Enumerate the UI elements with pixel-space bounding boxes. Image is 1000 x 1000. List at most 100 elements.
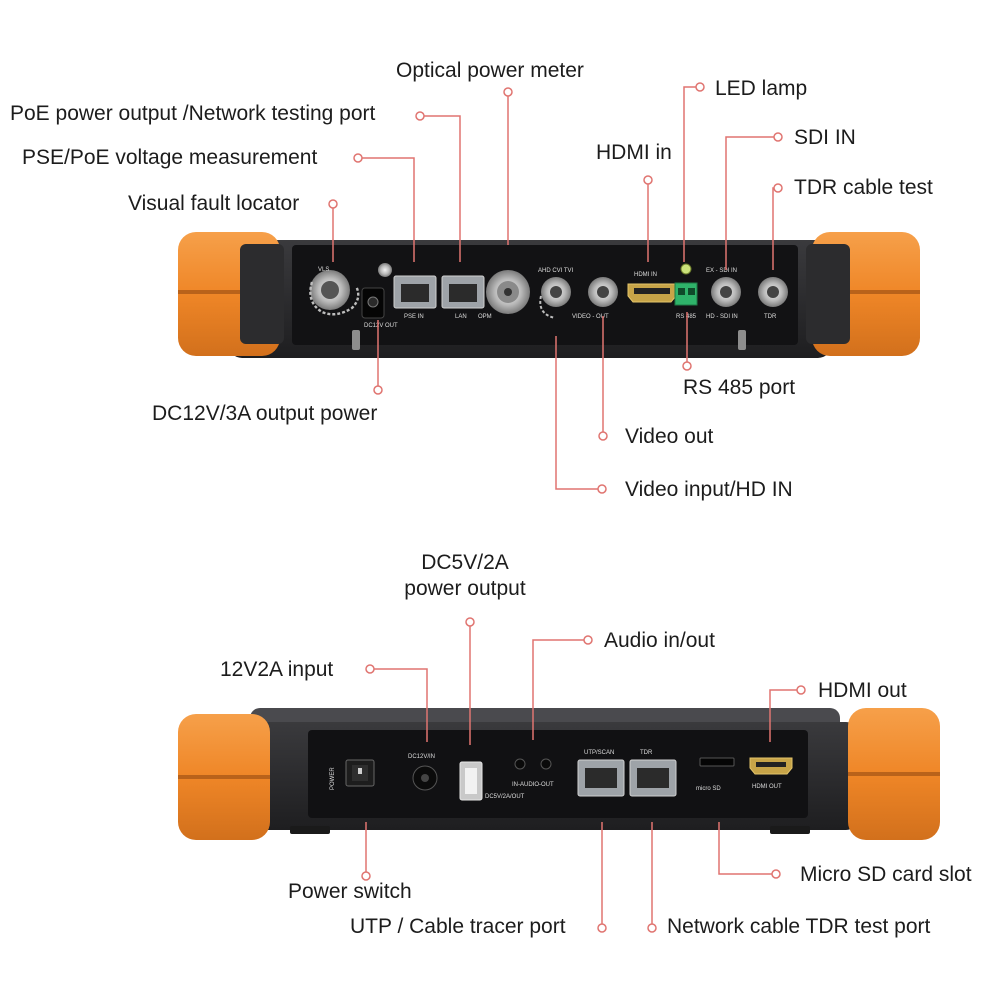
sdi-in-bnc[interactable] xyxy=(711,277,741,307)
video-out-bnc[interactable] xyxy=(588,277,618,307)
label-video-out: Video out xyxy=(625,425,714,448)
leader-dot-utp-cable-tracer xyxy=(597,923,607,933)
utp-scan-rj45-port[interactable] xyxy=(577,759,625,797)
leader-dot-hdmi-in xyxy=(643,175,653,185)
panel-text-tdr: TDR xyxy=(764,314,777,320)
audio-out-jack[interactable] xyxy=(540,758,552,770)
usb-dc5v-out-port[interactable] xyxy=(459,761,483,801)
tdr-bnc[interactable] xyxy=(758,277,788,307)
power-switch[interactable] xyxy=(345,759,375,787)
panel-text-utp-scan: UTP/SCAN xyxy=(584,750,614,756)
leader-video-input-hd-in xyxy=(555,336,602,490)
panel-text-micro-sd: micro SD xyxy=(696,786,721,792)
dc-out-jack[interactable] xyxy=(361,287,385,319)
panel-text-hdmi-out: HDMI OUT xyxy=(752,784,782,790)
label-led-lamp: LED lamp xyxy=(715,77,808,100)
micro-sd-slot[interactable] xyxy=(699,757,735,767)
leader-micro-sd-slot xyxy=(718,822,776,875)
left-latch xyxy=(352,330,360,350)
bottom-left-bumper xyxy=(178,714,270,840)
label-utp-cable-tracer: UTP / Cable tracer port xyxy=(350,915,566,938)
bottom-device: POWER DC12V/IN DC5V/2A/OUT IN-AUDIO-OUT xyxy=(178,708,940,840)
panel-text-hdmi-in: HDMI IN xyxy=(634,272,657,278)
label-pse-poe-voltage: PSE/PoE voltage measurement xyxy=(22,146,318,169)
leader-dot-poe-power-output xyxy=(415,111,425,121)
panel-text-hd-sdi-in: HD - SDI IN xyxy=(706,314,738,320)
lan-rj45-port[interactable] xyxy=(441,275,485,309)
leader-hdmi-out xyxy=(769,689,801,742)
panel-text-dc-out: DC12V OUT xyxy=(364,323,398,329)
hdmi-out-port[interactable] xyxy=(749,757,793,775)
panel-text-ahd-cvi-tvi: AHD CVI TVI xyxy=(538,268,574,274)
leader-pse-poe-voltage xyxy=(358,157,415,262)
leader-dot-power-switch xyxy=(361,871,371,881)
hdmi-in-port[interactable] xyxy=(627,283,677,303)
leader-dot-visual-fault-locator xyxy=(328,199,338,209)
leader-dot-video-input-hd-in xyxy=(597,484,607,494)
leader-dot-audio-in-out xyxy=(583,635,593,645)
right-latch xyxy=(738,330,746,350)
label-power-switch: Power switch xyxy=(288,880,412,903)
label-sdi-in: SDI IN xyxy=(794,126,856,149)
leader-dot-led-lamp xyxy=(695,82,705,92)
panel-text-in-audio-out: IN-AUDIO-OUT xyxy=(512,782,554,788)
panel-text-dc5v-out: DC5V/2A/OUT xyxy=(485,794,525,800)
panel-text-power: POWER xyxy=(330,767,336,790)
leader-poe-power-output xyxy=(420,115,461,262)
leader-dot-sdi-in xyxy=(773,132,783,142)
leader-dot-dc5v-power-output xyxy=(465,617,475,627)
leader-12v2a-input xyxy=(370,668,428,742)
label-dc12v-output: DC12V/3A output power xyxy=(152,402,378,425)
label-audio-in-out: Audio in/out xyxy=(604,629,715,652)
top-left-bumper xyxy=(178,232,284,356)
leader-dot-12v2a-input xyxy=(365,664,375,674)
label-video-input-hd-in: Video input/HD IN xyxy=(625,478,793,501)
top-right-bumper xyxy=(806,232,920,356)
video-in-bnc[interactable] xyxy=(539,277,571,319)
label-micro-sd-slot: Micro SD card slot xyxy=(800,863,972,886)
dc12v-in-jack[interactable] xyxy=(412,765,438,791)
panel-text-opm: OPM xyxy=(478,314,492,320)
bottom-port-panel xyxy=(308,730,808,818)
panel-text-ex-sdi-in: EX - SDI IN xyxy=(706,268,737,274)
label-visual-fault-locator: Visual fault locator xyxy=(128,192,300,215)
opm-connector[interactable] xyxy=(486,270,530,314)
leader-audio-in-out xyxy=(532,639,588,740)
label-rs485-port: RS 485 port xyxy=(683,376,796,399)
leader-dot-network-tdr-port xyxy=(647,923,657,933)
label-12v2a-input: 12V2A input xyxy=(220,658,334,681)
label-hdmi-out: HDMI out xyxy=(818,679,907,702)
vls-connector[interactable] xyxy=(309,263,392,316)
leader-dot-pse-poe-voltage xyxy=(353,153,363,163)
pse-in-rj45-port[interactable] xyxy=(393,275,437,309)
label-dc5v-line1: DC5V/2A xyxy=(421,551,509,574)
panel-text-vls: VLS xyxy=(318,267,329,273)
leader-dot-hdmi-out xyxy=(796,685,806,695)
leader-dot-optical-power-meter xyxy=(503,87,513,97)
panel-text-dc12v-in: DC12V/IN xyxy=(408,754,435,760)
panel-text-lan: LAN xyxy=(455,314,467,320)
leader-dot-dc12v-output xyxy=(373,385,383,395)
leader-dot-micro-sd-slot xyxy=(771,869,781,879)
leader-dot-tdr-cable-test xyxy=(773,183,783,193)
label-network-tdr-port: Network cable TDR test port xyxy=(667,915,931,938)
bottom-foot-right xyxy=(770,826,810,834)
label-hdmi-in: HDMI in xyxy=(596,141,672,164)
audio-in-jack[interactable] xyxy=(514,758,526,770)
panel-text-pse-in: PSE IN xyxy=(404,314,424,320)
leader-dot-rs485-port xyxy=(682,361,692,371)
panel-text-tdr-bottom: TDR xyxy=(640,750,653,756)
led-lamp xyxy=(680,263,692,275)
tdr-rj45-port[interactable] xyxy=(629,759,677,797)
top-device: VLS DC12V OUT PSE IN LAN OPM AHD CVI TVI… xyxy=(178,232,920,358)
bottom-right-bumper xyxy=(848,708,940,840)
label-tdr-cable-test: TDR cable test xyxy=(794,176,933,199)
leader-lines xyxy=(328,82,806,933)
leader-sdi-in xyxy=(725,136,778,270)
rs485-terminal[interactable] xyxy=(674,282,698,306)
panel-text-video-out: VIDEO - OUT xyxy=(572,314,609,320)
leader-dot-video-out xyxy=(598,431,608,441)
label-dc5v-line2: power output xyxy=(404,577,526,600)
bottom-foot-left xyxy=(290,826,330,834)
